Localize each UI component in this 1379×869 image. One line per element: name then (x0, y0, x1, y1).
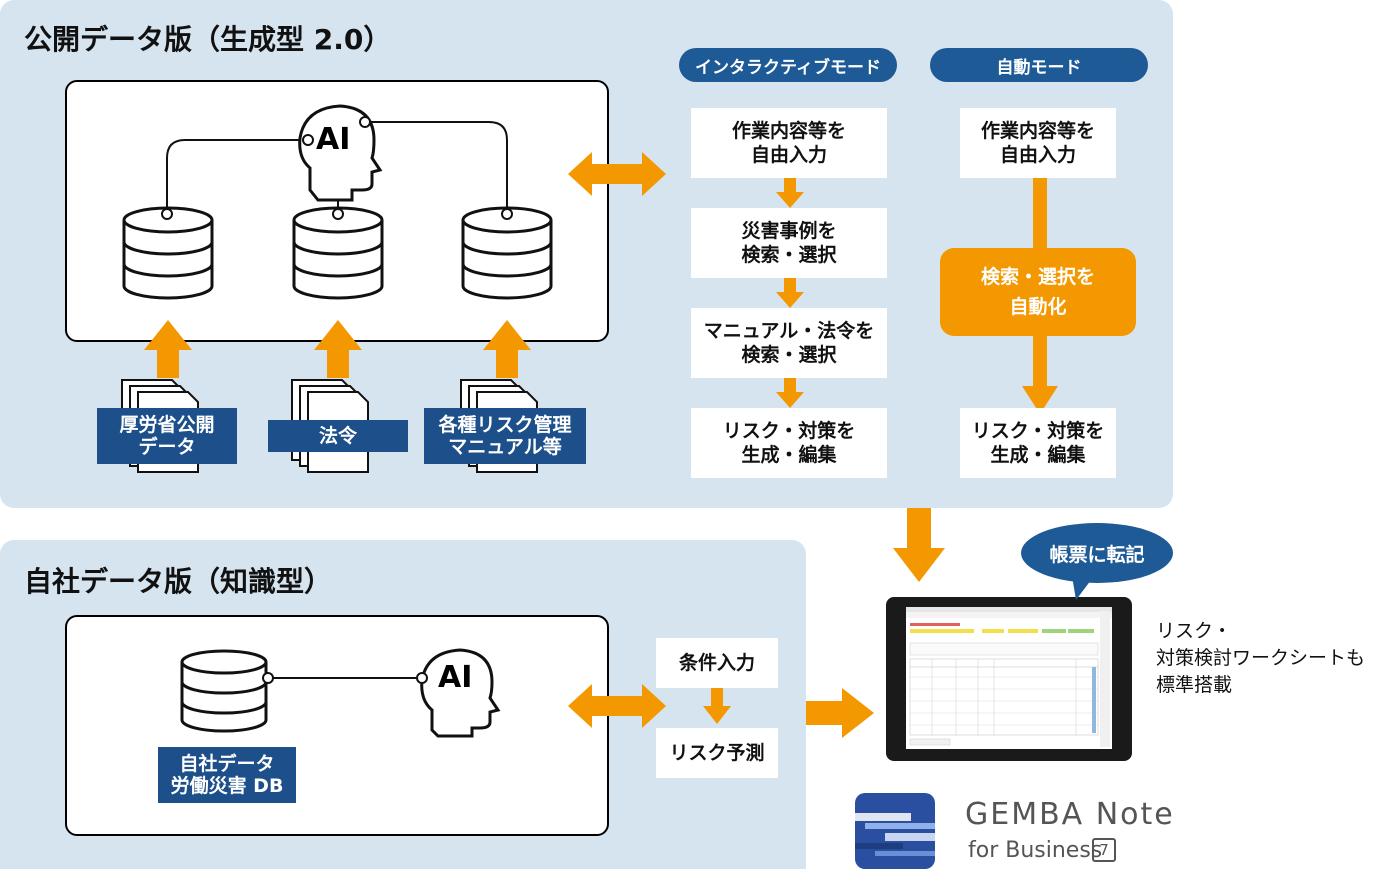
interactive-flow-arrows (776, 178, 804, 408)
connector-right (365, 121, 508, 214)
auto-step-3: リスク・対策を生成・編集 (960, 408, 1116, 478)
public-ai-label: AI (316, 122, 351, 157)
transcribe-bubble: 帳票に転記 (1021, 523, 1173, 583)
source-arrows (121, 320, 538, 473)
interactive-step-3: マニュアル・法令を検索・選択 (691, 308, 887, 378)
company-ai-frame (65, 615, 609, 836)
company-flow-arrow (703, 688, 731, 724)
company-ai-diagram (180, 648, 501, 738)
tablet-device (886, 597, 1132, 761)
interactive-mode-label: インタラクティブモード (679, 48, 897, 82)
interactive-step-1: 作業内容等を自由入力 (691, 108, 887, 178)
public-ai-diagram (122, 104, 553, 300)
public-double-arrow (568, 152, 666, 196)
company-db-label: 自社データ労働災害 DB (158, 747, 296, 803)
down-arrow-to-tablet (893, 508, 945, 582)
database-icon-1 (122, 206, 214, 300)
company-ai-label: AI (438, 660, 473, 695)
gemba-note-version-badge: 7 (1092, 838, 1116, 862)
auto-step-1: 作業内容等を自由入力 (960, 108, 1116, 178)
interactive-step-4: リスク・対策を生成・編集 (691, 408, 887, 478)
up-arrow-2 (314, 320, 362, 378)
source-label-manuals: 各種リスク管理マニュアル等 (424, 408, 586, 464)
up-arrow-1 (144, 320, 192, 378)
worksheet-screenshot (906, 607, 1112, 747)
interactive-step-2: 災害事例を検索・選択 (691, 208, 887, 278)
database-icon-2 (292, 206, 384, 300)
condition-input-step: 条件入力 (656, 638, 778, 688)
database-icon-3 (461, 206, 553, 300)
connector-left (166, 139, 308, 214)
gemba-note-sub: for Business (968, 838, 1103, 863)
gemba-note-logo-icon (855, 793, 935, 869)
worksheet-note: リスク・ 対策検討ワークシートも 標準搭載 (1156, 620, 1366, 696)
public-version-title: 公開データ版（生成型 2.0） (24, 23, 392, 56)
auto-mode-label: 自動モード (930, 48, 1148, 82)
company-version-title: 自社データ版（知識型） (24, 565, 333, 598)
up-arrow-3 (483, 320, 531, 378)
source-label-mhlw: 厚労省公開データ (97, 408, 237, 464)
source-label-law: 法令 (268, 420, 408, 452)
ai-head-icon (298, 104, 383, 202)
right-arrow-to-tablet (806, 688, 874, 738)
auto-step-2: 検索・選択を自動化 (940, 248, 1136, 336)
risk-prediction-step: リスク予測 (656, 728, 778, 778)
company-double-arrow (568, 684, 666, 728)
company-database-icon (180, 649, 268, 733)
bubble-tail (1072, 576, 1094, 600)
gemba-note-name: GEMBA Note (965, 797, 1175, 832)
